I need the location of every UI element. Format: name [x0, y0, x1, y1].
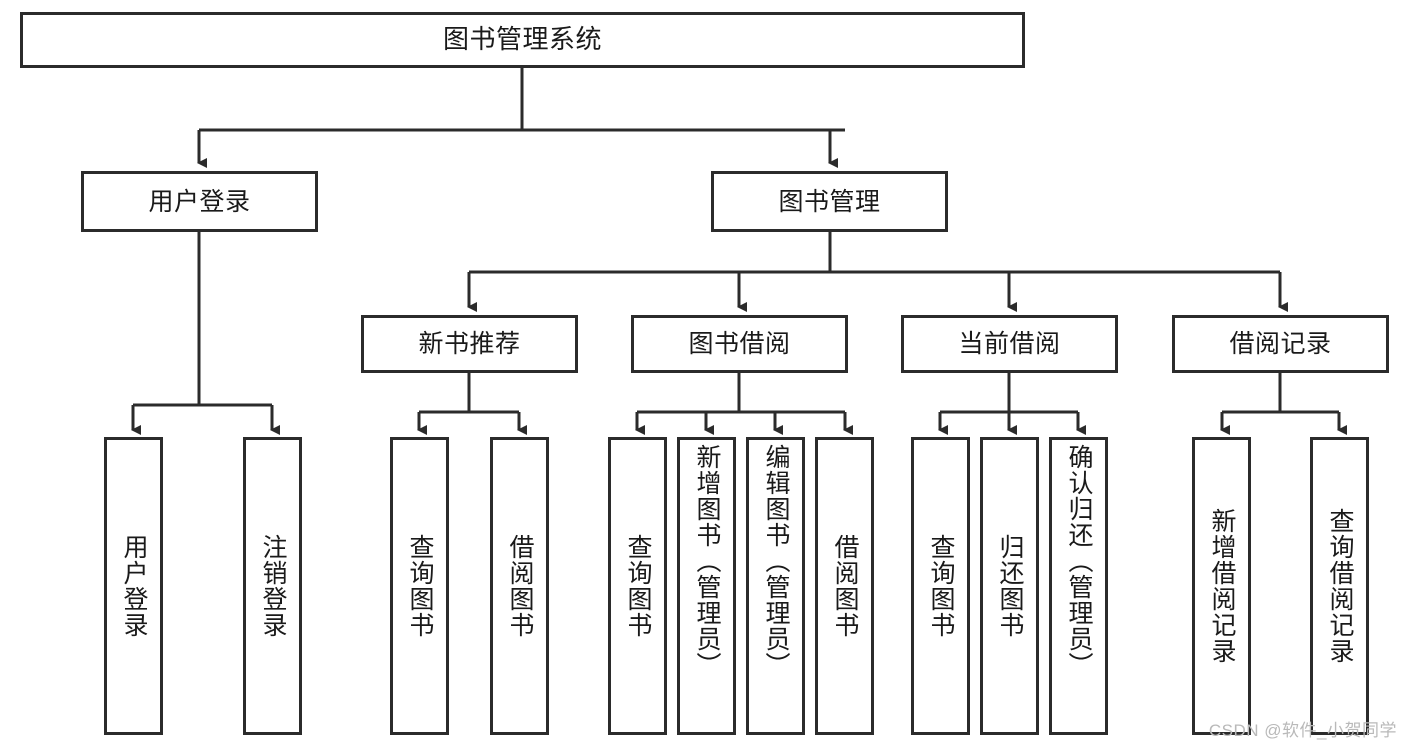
node-label: 借阅记录 — [1229, 330, 1332, 358]
node-leaf-confirm-return[interactable]: 确认归还（管理员） — [1049, 437, 1108, 735]
node-borrow-record[interactable]: 借阅记录 — [1172, 315, 1389, 373]
node-label: 查询借阅记录 — [1326, 508, 1354, 664]
node-label: 新增借阅记录 — [1208, 508, 1236, 664]
node-leaf-logout[interactable]: 注销登录 — [243, 437, 302, 735]
node-leaf-return-book[interactable]: 归还图书 — [980, 437, 1039, 735]
node-leaf-query-book-1[interactable]: 查询图书 — [390, 437, 449, 735]
node-label: 查询图书 — [624, 534, 652, 638]
node-label: 新增图书（管理员） — [693, 444, 721, 678]
node-leaf-query-book-3[interactable]: 查询图书 — [911, 437, 970, 735]
node-leaf-add-record[interactable]: 新增借阅记录 — [1192, 437, 1251, 735]
node-label: 用户登录 — [148, 187, 251, 216]
node-leaf-edit-book[interactable]: 编辑图书（管理员） — [746, 437, 805, 735]
node-label: 当前借阅 — [958, 330, 1061, 358]
node-label: 借阅图书 — [831, 534, 859, 638]
node-book-management[interactable]: 图书管理 — [711, 171, 948, 232]
node-label: 编辑图书（管理员） — [762, 444, 790, 678]
node-leaf-query-book-2[interactable]: 查询图书 — [608, 437, 667, 735]
node-leaf-borrow-book-2[interactable]: 借阅图书 — [815, 437, 874, 735]
node-label: 归还图书 — [996, 534, 1024, 638]
node-label: 图书管理系统 — [442, 24, 602, 55]
node-leaf-user-login[interactable]: 用户登录 — [104, 437, 163, 735]
node-leaf-add-book[interactable]: 新增图书（管理员） — [677, 437, 736, 735]
node-label: 图书管理 — [778, 187, 881, 216]
node-label: 借阅图书 — [506, 534, 534, 638]
node-label: 确认归还（管理员） — [1065, 444, 1093, 678]
node-book-management-system[interactable]: 图书管理系统 — [20, 12, 1025, 68]
node-label: 新书推荐 — [418, 330, 521, 358]
node-label: 查询图书 — [406, 534, 434, 638]
node-label: 注销登录 — [259, 534, 287, 638]
node-book-borrow[interactable]: 图书借阅 — [631, 315, 848, 373]
node-leaf-borrow-book-1[interactable]: 借阅图书 — [490, 437, 549, 735]
node-user-login[interactable]: 用户登录 — [81, 171, 318, 232]
node-label: 查询图书 — [927, 534, 955, 638]
node-label: 图书借阅 — [688, 330, 791, 358]
node-label: 用户登录 — [120, 534, 148, 638]
node-leaf-query-record[interactable]: 查询借阅记录 — [1310, 437, 1369, 735]
node-new-book-recommend[interactable]: 新书推荐 — [361, 315, 578, 373]
node-current-borrow[interactable]: 当前借阅 — [901, 315, 1118, 373]
